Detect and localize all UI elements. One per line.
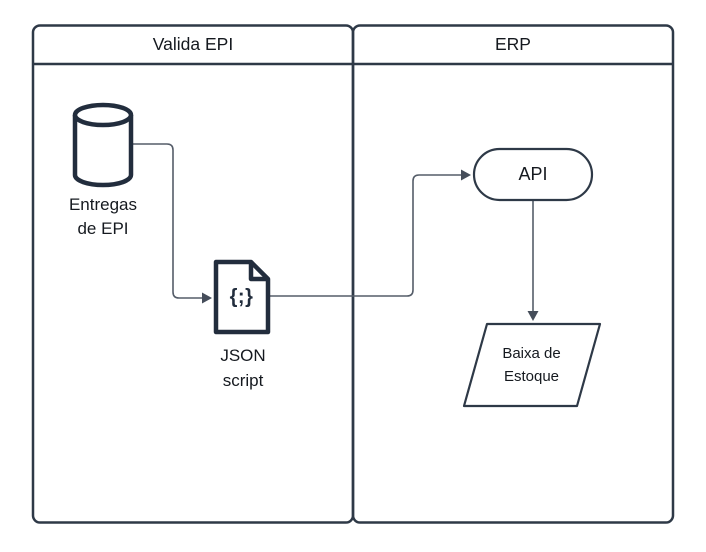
api-node [472, 147, 594, 202]
database-label: Entregas de EPI [68, 195, 138, 238]
json-braces-glyph: {;} [229, 286, 254, 308]
json-file-label: JSON script [220, 346, 266, 390]
lane-title-erp: ERP [495, 34, 531, 54]
lane-erp [351, 24, 675, 524]
arrowhead-icon [527, 311, 539, 321]
api-label: API [518, 164, 548, 184]
connector-json-to-api [270, 174, 461, 297]
lane-title-valida-epi: Valida EPI [152, 34, 234, 54]
json-file-icon [213, 259, 271, 335]
arrowhead-icon [202, 292, 212, 304]
baixa-de-estoque-label: Baixa de Estoque [502, 345, 561, 385]
lane-valida-epi [31, 24, 355, 524]
arrowhead-icon [461, 169, 471, 181]
baixa-de-estoque-node [462, 322, 602, 408]
connector-database-to-json [133, 143, 202, 299]
database-cylinder-icon [72, 102, 134, 188]
